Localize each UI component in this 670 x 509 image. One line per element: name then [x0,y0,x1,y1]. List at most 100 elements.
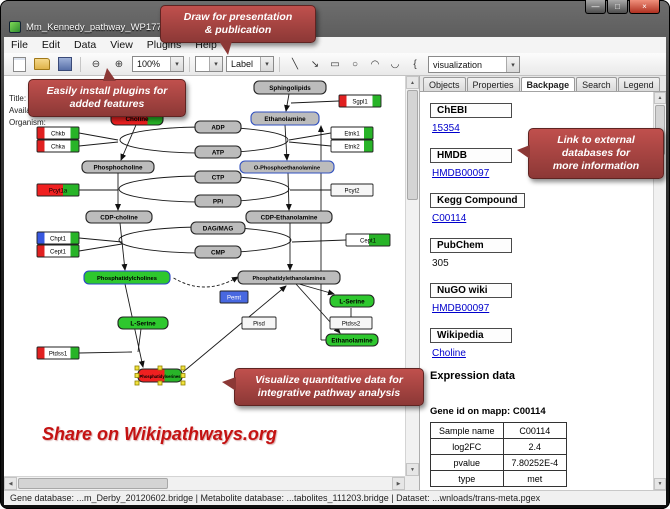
selection-handle[interactable] [180,373,186,378]
expression-table-cell: met [502,470,568,487]
scroll-up-arrow[interactable]: ▲ [406,76,419,89]
scroll-right-arrow[interactable]: ▶ [392,477,405,490]
menu-item-view[interactable]: View [110,39,133,51]
arrow-tool-icon[interactable]: ↘ [310,58,320,70]
zoom-out-button[interactable]: ⊖ [91,58,101,70]
menu-item-data[interactable]: Data [74,39,97,51]
scroll-down-arrow[interactable]: ▼ [406,463,419,476]
selection-handle[interactable] [134,380,140,386]
menu-item-file[interactable]: File [11,39,28,51]
canvas-hscroll-thumb[interactable] [18,478,168,489]
menu-item-edit[interactable]: Edit [41,39,61,51]
pathway-node-cdp-ethanolamine[interactable]: CDP-Ethanolamine [245,210,333,224]
pathway-node-atp[interactable]: ATP [194,145,242,159]
pathway-node-l-serine-left[interactable]: L-Serine [117,316,169,330]
selection-handle[interactable] [180,380,186,386]
pathway-node-ethanolamine-top[interactable]: Ethanolamine [250,111,320,126]
canvas-vscroll-thumb[interactable] [407,90,418,200]
pathway-node-phosphatidylethanolamines[interactable]: Phosphatidylethanolamines [237,270,341,285]
tab-objects[interactable]: Objects [423,77,466,91]
canvas-horizontal-scrollbar[interactable]: ◀ ▶ [4,476,405,490]
pathway-node-label: CDP-choline [100,214,138,221]
pathway-node-ptdss1[interactable]: Ptdss1 [36,346,80,360]
backpage-header-chebi: ChEBI [430,103,512,118]
pathway-node-ctp[interactable]: CTP [194,170,242,184]
tab-legend[interactable]: Legend [617,77,660,91]
pathway-node-ppi[interactable]: PPi [194,194,242,208]
backpage-link-chebi[interactable]: 15354 [432,123,460,134]
callout-line: more information [552,160,640,172]
tab-properties[interactable]: Properties [466,77,520,91]
pathway-node-label: L-Serine [130,320,156,327]
pathway-node-chkb[interactable]: Chkb [36,126,80,140]
pathway-node-cmp[interactable]: CMP [194,245,242,259]
pathway-node-sgpl1[interactable]: Sgpl1 [338,94,382,108]
pathway-node-pcyt1a[interactable]: Pcyt1a [36,183,80,197]
tab-backpage[interactable]: Backpage [520,77,576,91]
selection-handle[interactable] [134,373,140,378]
curve-tool-icon[interactable]: ◡ [390,58,400,70]
pathway-node-phosphatidylserines[interactable]: Phosphatidylserines [134,365,186,386]
pathway-node-label: Phosphatidylserines [140,374,182,379]
pathway-canvas[interactable]: Title:Availability:Organism: Sphingolipi… [4,76,420,490]
visualization-combobox[interactable]: visualization [428,56,520,73]
pathway-node-phosphocholine[interactable]: Phosphocholine [81,160,155,174]
pathway-node-pcyt2[interactable]: Pcyt2 [330,183,374,197]
expression-table-cell: 2.4 [502,438,568,455]
save-file-button[interactable] [55,54,75,74]
canvas-vertical-scrollbar[interactable]: ▲ ▼ [405,76,419,476]
arc-tool-icon[interactable]: ◠ [370,58,380,70]
pathway-node-cdp-choline[interactable]: CDP-choline [85,210,153,224]
minimize-button[interactable]: — [585,0,606,14]
selection-handle[interactable] [157,365,163,371]
window-title: Mm_Kennedy_pathway_WP1771_45176.gpml [26,21,222,33]
brace-tool-icon[interactable]: { [413,58,417,70]
pathway-node-dag-mag[interactable]: DAG/MAG [190,221,246,235]
pathway-node-cept1-left[interactable]: Cept1 [36,244,80,258]
scroll-up-arrow[interactable]: ▲ [654,92,666,104]
callout-line: Visualize quantitative data for [255,374,403,386]
pathway-node-o-phosphoethanolamine[interactable]: O-Phosphoethanolamine [239,160,335,174]
selection-handle[interactable] [157,380,163,386]
open-file-button[interactable] [32,54,52,74]
callout-line: databases for [561,147,631,159]
backpage-link-kegg-compound[interactable]: C00114 [432,213,467,224]
pathway-node-chka[interactable]: Chka [36,139,80,153]
backpage-link-wikipedia[interactable]: Choline [432,348,466,359]
pathway-node-pemt[interactable]: Pemt [219,290,249,304]
backpage-link-nugo-wiki[interactable]: HMDB00097 [432,303,490,314]
template-combobox[interactable] [195,56,223,72]
scroll-down-arrow[interactable]: ▼ [654,478,666,490]
pathway-node-label: Etnk1 [344,131,360,137]
rectangle-tool-icon[interactable]: ▭ [330,58,340,70]
pathway-node-etnk1[interactable]: Etnk1 [330,126,374,140]
pathway-node-adp[interactable]: ADP [194,120,242,134]
pathway-node-sphingolipids[interactable]: Sphingolipids [253,80,327,95]
maximize-button[interactable]: □ [607,0,628,14]
pathway-node-label: Chpt1 [50,236,67,242]
zoom-in-button[interactable]: ⊕ [114,58,124,70]
pathway-node-etnk2[interactable]: Etnk2 [330,139,374,153]
tab-search[interactable]: Search [576,77,617,91]
pathway-node-phosphatidylcholines[interactable]: Phosphatidylcholines [83,270,171,285]
selection-handle[interactable] [134,365,140,371]
selection-handle[interactable] [180,365,186,371]
close-button[interactable]: × [629,0,660,14]
pathway-node-label: Phosphatidylethanolamines [252,276,325,282]
expression-table-cell: log2FC [430,438,504,455]
pathway-node-l-serine-right[interactable]: L-Serine [329,294,375,308]
backpage-link-hmdb[interactable]: HMDB00097 [432,168,490,179]
oval-tool-icon[interactable]: ○ [351,58,359,70]
pathway-node-ethanolamine-bottom[interactable]: Ethanolamine [325,333,379,347]
pathway-node-cept1-right[interactable]: Cept1 [345,233,391,247]
scroll-left-arrow[interactable]: ◀ [4,477,17,490]
zoom-combobox[interactable]: 100% [132,56,184,72]
pathway-node-ptdss2[interactable]: Ptdss2 [329,316,373,330]
pathway-node-chpt1[interactable]: Chpt1 [36,231,80,245]
pathway-node-pisd[interactable]: Pisd [241,316,277,330]
line-tool-icon[interactable]: ╲ [291,58,299,70]
label-combobox[interactable]: Label [226,56,274,72]
new-file-button[interactable] [9,54,29,74]
